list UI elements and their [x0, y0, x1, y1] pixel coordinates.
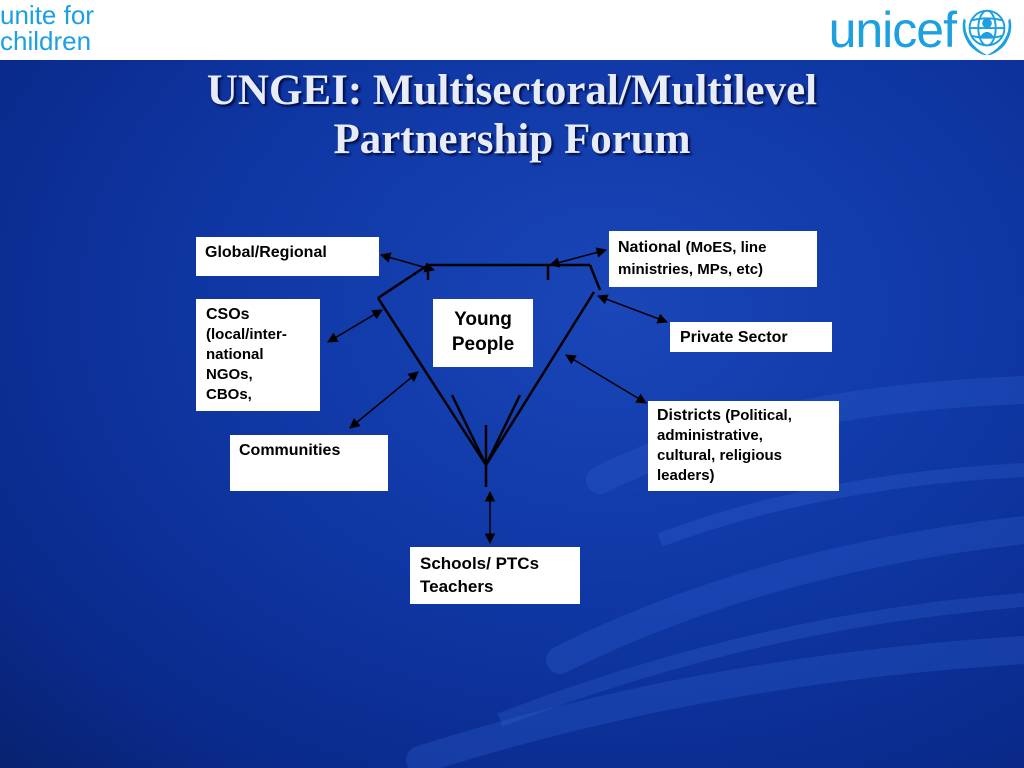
schools-line1: Schools/ PTCs — [420, 554, 540, 573]
arrow-districts — [565, 354, 647, 404]
districts-box: Districts (Political, administrative, cu… — [648, 401, 839, 491]
private-sector-label: Private Sector — [680, 329, 788, 346]
triangle-right-edge — [588, 264, 602, 291]
national-box: National (MoES, line ministries, MPs, et… — [609, 231, 817, 287]
arrow-csos — [327, 309, 383, 343]
arrow-global-regional — [379, 252, 436, 273]
slide-title: UNGEI: Multisectoral/Multilevel Partners… — [0, 66, 1024, 164]
national-detail-line2: ministries, MPs, etc) — [618, 261, 764, 278]
csos-label: CSOs — [206, 306, 250, 323]
communities-box: Communities — [230, 435, 388, 491]
districts-detail-line4: leaders) — [657, 467, 715, 484]
private-sector-box: Private Sector — [670, 322, 832, 352]
global-regional-box: Global/Regional — [196, 237, 379, 276]
slide-title-line2: Partnership Forum — [333, 116, 691, 163]
national-detail-line1: (MoES, line — [685, 239, 767, 256]
communities-label: Communities — [239, 442, 341, 459]
csos-line4: CBOs, — [206, 386, 252, 403]
fan-right — [484, 394, 522, 466]
arrow-national — [548, 247, 608, 268]
center-box-young-people: Young People — [433, 299, 533, 367]
districts-detail-line1: (Political, — [725, 407, 792, 424]
schools-line2: Teachers — [420, 577, 494, 596]
csos-line3: NGOs, — [206, 366, 253, 383]
districts-detail-line3: cultural, religious — [657, 447, 783, 464]
arrow-communities — [349, 371, 419, 429]
center-line1: Young — [454, 309, 512, 330]
slide-title-line1: UNGEI: Multisectoral/Multilevel — [206, 67, 818, 114]
center-line2: People — [451, 334, 515, 355]
schools-box: Schools/ PTCs Teachers — [410, 547, 580, 604]
tagline-line2: children — [0, 26, 92, 56]
tagline-line1: unite for — [0, 0, 94, 30]
tagline: unite for children — [0, 2, 94, 54]
csos-line1: (local/inter- — [206, 326, 287, 343]
unicef-emblem-icon — [962, 9, 1012, 56]
national-label: National — [618, 239, 682, 256]
fan-left — [450, 394, 488, 466]
header-bar: unite for children unicef — [0, 0, 1024, 60]
brand-logo: unicef — [829, 0, 1016, 60]
global-regional-label: Global/Regional — [205, 244, 327, 261]
arrow-private-sector — [597, 294, 668, 324]
triangle-right-leg — [484, 291, 596, 466]
districts-label: Districts — [657, 407, 722, 424]
brand-name: unicef — [828, 2, 957, 58]
csos-line2: national — [206, 346, 264, 363]
triangle-left-edge — [377, 263, 429, 300]
triangle-left-leg — [376, 297, 488, 466]
csos-box: CSOs (local/inter- national NGOs, CBOs, — [196, 299, 320, 411]
districts-detail-line2: administrative, — [657, 427, 763, 444]
